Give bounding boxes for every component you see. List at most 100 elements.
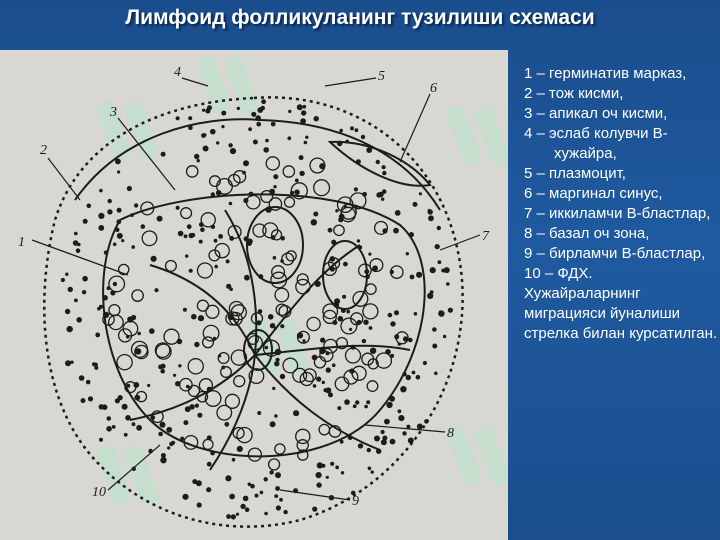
watermark-mark xyxy=(446,105,508,166)
lymphocyte-dot xyxy=(434,371,438,376)
lymphocyte-dot xyxy=(207,105,212,111)
lymphocyte-dot xyxy=(197,412,203,418)
lymphocyte-dot xyxy=(355,159,361,165)
centroblast-cell xyxy=(375,352,393,369)
lymphocyte-dot xyxy=(442,334,447,339)
centroblast-cell xyxy=(306,316,321,332)
lymphocyte-dot xyxy=(315,472,322,479)
lymphocyte-dot xyxy=(355,400,360,405)
germinal-center xyxy=(102,193,426,458)
lymphocyte-dot xyxy=(347,435,353,440)
lymphocyte-dot xyxy=(147,383,151,388)
lymphocyte-dot xyxy=(327,227,333,233)
lymphocyte-dot xyxy=(275,505,281,511)
slide-title: Лимфоид фолликуланинг тузилиши схемаси xyxy=(125,6,595,29)
lymphocyte-dot xyxy=(424,419,429,424)
lymphocyte-dot xyxy=(331,239,337,245)
lymphocyte-dot xyxy=(325,367,331,373)
lymphocyte-dot xyxy=(387,312,393,318)
lymphocyte-dot xyxy=(131,466,136,471)
lymphocyte-dot xyxy=(67,286,74,293)
lymphocyte-dot xyxy=(65,272,69,276)
lymphocyte-dot xyxy=(380,439,387,446)
lymphocyte-dot xyxy=(201,133,206,138)
centroblast-cell xyxy=(262,339,280,357)
lymphocyte-dot xyxy=(384,418,390,425)
centroblast-cell xyxy=(352,290,369,307)
lymphocyte-dot xyxy=(156,215,163,222)
lymphocyte-dot xyxy=(202,145,209,152)
lymphocyte-dot xyxy=(274,361,280,367)
follicle-outline xyxy=(43,96,464,528)
lymphocyte-dot xyxy=(131,314,137,321)
centroblast-cell xyxy=(369,258,384,273)
lymphocyte-dot xyxy=(202,108,206,112)
lymphocyte-dot xyxy=(275,486,280,491)
lymphocyte-dot xyxy=(313,116,319,122)
lymphocyte-dot xyxy=(272,386,276,391)
lymphocyte-dot xyxy=(367,466,372,471)
lymphocyte-dot xyxy=(394,334,400,340)
lymphocyte-dot xyxy=(173,373,177,377)
lymphocyte-dot xyxy=(125,415,131,421)
centroblast-cell xyxy=(202,438,214,451)
centroblast-cell xyxy=(373,220,389,235)
lymphocyte-dot xyxy=(397,342,401,346)
centroblast-cell xyxy=(236,426,253,444)
legend-item-4: 4 – эслаб колувчи В-хужайра, xyxy=(524,125,668,162)
lymphocyte-dot xyxy=(182,307,187,312)
lymphocyte-dot xyxy=(102,311,110,318)
lymphocyte-dot xyxy=(255,115,261,121)
centroblast-cell xyxy=(183,434,199,450)
lymphocyte-dot xyxy=(137,331,141,336)
centroblast-cell xyxy=(196,299,210,312)
lymphocyte-dot xyxy=(337,406,342,411)
lymphocyte-dot xyxy=(213,238,218,243)
lymphocyte-dot xyxy=(177,230,184,237)
lymphocyte-dot xyxy=(230,514,236,520)
lymphocyte-dot xyxy=(381,165,386,170)
lymphocyte-dot xyxy=(296,332,304,339)
lymphocyte-dot xyxy=(117,170,121,174)
lymphocyte-dot xyxy=(270,121,276,127)
lymphocyte-dot xyxy=(160,453,166,458)
centroblast-cell xyxy=(201,336,215,349)
lymphocyte-dot xyxy=(269,188,275,195)
lymphocyte-dot xyxy=(368,326,373,330)
lymphocyte-dot xyxy=(206,487,212,493)
lymphocyte-dot xyxy=(408,232,414,238)
lymphocyte-dot xyxy=(389,438,396,445)
lymphocyte-dot xyxy=(259,490,264,495)
lymphocyte-dot xyxy=(429,267,436,274)
lymphocyte-dot xyxy=(130,213,134,218)
lymphocyte-dot xyxy=(296,104,303,111)
lymphocyte-dot xyxy=(427,292,434,299)
lymphocyte-dot xyxy=(196,159,200,163)
centroblast-cell xyxy=(302,368,317,383)
lymphocyte-dot xyxy=(93,362,98,367)
centroblast-cell xyxy=(130,340,149,359)
centroblast-cell xyxy=(295,278,311,295)
lymphocyte-dot xyxy=(115,158,121,165)
lymphocyte-dot xyxy=(215,190,222,196)
lymphocyte-dot xyxy=(175,205,180,210)
lymphocyte-dot xyxy=(382,435,388,441)
lymphocyte-dot xyxy=(329,266,335,272)
lymphocyte-dot xyxy=(225,475,232,482)
lymphocyte-dot xyxy=(242,495,249,502)
lymphocyte-dot xyxy=(402,431,407,436)
lymphocyte-dot xyxy=(316,462,323,469)
lymphocyte-dot xyxy=(194,153,200,160)
lymphocyte-dot xyxy=(294,178,299,183)
legend-item-5: 5 – плазмоцит, xyxy=(524,165,626,182)
lymphocyte-dot xyxy=(98,225,105,231)
lymphocyte-dot xyxy=(221,365,226,370)
centroblast-cell xyxy=(227,173,241,187)
lymphocyte-dot xyxy=(251,111,257,117)
centroblast-cell xyxy=(274,443,286,455)
centroblast-cell xyxy=(124,381,137,394)
centroblast-cell xyxy=(267,458,281,471)
centroblast-cell xyxy=(333,224,345,237)
lymphocyte-dot xyxy=(288,109,292,114)
lymphocyte-dot xyxy=(334,298,341,305)
